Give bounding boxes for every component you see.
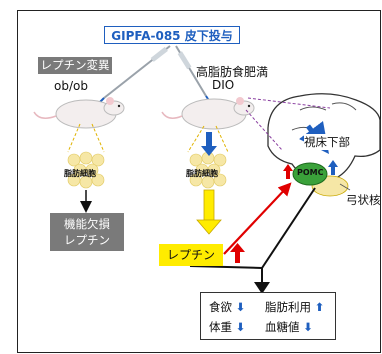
left-outcome-line2: レプチン [64,233,110,247]
left-mutation-label: レプチン変異 [38,57,112,74]
blood-glucose-label: 血糖値 [265,320,300,334]
body-weight-label: 体重 [209,320,232,334]
fat-utilization-label: 脂肪利用 [265,300,311,314]
treatment-title: GIPFA-085 皮下投与 [104,26,240,44]
center-diet-label: 高脂肪食肥満 [196,65,269,79]
left-strain-label: ob/ob [54,79,88,93]
result-arrowhead [254,282,270,294]
results-box: 食欲 ⬇ 脂肪利用 ⬆ 体重 ⬇ 血糖値 ⬇ [200,292,336,340]
center-fat-callout-lines [187,125,229,153]
figure-frame [17,10,381,353]
left-outcome-line1: 機能欠損 [64,217,110,231]
arcuate-nucleus-label: 弓状核 [346,193,381,207]
hypothalamus-label: 視床下部 [304,134,350,150]
left-outcome-box: 機能欠損 レプチン [50,213,124,251]
leptin-to-pomc-arrow [223,182,292,255]
pomc-cell [292,162,328,186]
pomc-label: POMC [297,168,324,177]
fat-cells-left [67,151,105,189]
fat-cells-center [189,151,227,189]
leptin-up-red-arrow [230,243,245,263]
yellow-arrow-fat-to-leptin [196,189,222,235]
pomc-side-arrows [283,160,338,179]
converging-lines [189,187,316,284]
result-body-weight: 体重 ⬇ [209,319,245,335]
center-fat-label: 脂肪細胞 [186,169,218,178]
down-arrow-icon: ⬇ [303,320,313,334]
syringe-left [98,45,171,104]
result-food-intake: 食欲 ⬇ [209,299,245,315]
food-intake-label: 食欲 [209,300,232,314]
down-arrow-icon: ⬇ [235,300,246,314]
down-arrow-icon: ⬇ [235,320,246,334]
result-fat-utilization: 脂肪利用 ⬆ [265,299,324,315]
brain-callout-lines [245,97,331,151]
center-blue-down-arrow [201,132,217,156]
mouse-center [161,97,255,130]
result-blood-glucose: 血糖値 ⬇ [265,319,313,335]
leptin-box: レプチン [159,244,223,266]
nucleus-pointer [339,183,351,191]
left-fat-label: 脂肪細胞 [64,169,96,178]
up-arrow-icon: ⬆ [314,300,325,314]
left-fat-callout-lines [67,123,105,153]
center-strain-label: DIO [212,78,235,92]
mouse-left [33,97,125,129]
